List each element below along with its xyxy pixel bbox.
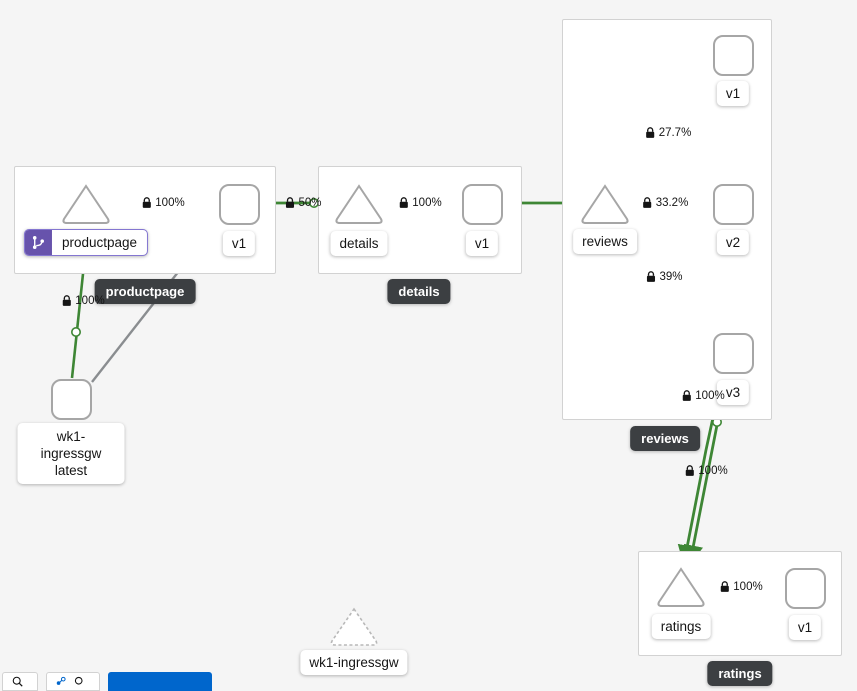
group-chip-ratings[interactable]: ratings xyxy=(707,661,773,686)
lock-icon xyxy=(720,581,729,592)
group-box-reviews[interactable] xyxy=(562,19,772,420)
node-label-text-reviews: reviews xyxy=(582,234,628,249)
node-label-text-productpage-v1: v1 xyxy=(231,236,247,251)
topology-icon xyxy=(56,676,66,685)
node-label-details-v1[interactable]: v1 xyxy=(465,231,499,256)
edge-label-text: 100% xyxy=(155,197,185,209)
edge-label-reviews-v3-to-ratings[interactable]: 100% xyxy=(681,390,725,402)
node-label-text-ingressgw-version: latest xyxy=(54,463,88,478)
lock-icon xyxy=(685,465,694,476)
node-label-details-service[interactable]: details xyxy=(330,231,388,256)
node-label-reviews-v2[interactable]: v2 xyxy=(716,230,750,255)
node-label-text-details-v1: v1 xyxy=(474,236,490,251)
node-label-text-ingressgw-name: wk1-ingressgw xyxy=(40,429,102,461)
edge-label-productpage-v1-to-details[interactable]: 50% xyxy=(284,197,322,209)
edge-label-text: 50% xyxy=(298,197,322,209)
group-box-details[interactable] xyxy=(318,166,522,274)
lock-icon xyxy=(646,271,656,282)
primary-action-button[interactable] xyxy=(108,672,212,691)
lock-icon xyxy=(142,197,151,208)
bottom-toolbar[interactable] xyxy=(0,672,212,691)
edge-label-text: 100% xyxy=(412,197,442,209)
zoom-control-button[interactable] xyxy=(2,672,38,691)
edge-label-text: 100% xyxy=(695,390,725,402)
group-chip-text-productpage: productpage xyxy=(105,284,185,299)
node-label-reviews-service[interactable]: reviews xyxy=(573,229,637,254)
node-label-reviews-v1[interactable]: v1 xyxy=(716,81,750,106)
node-label-wk1-ingressgw-app[interactable]: wk1-ingressgw latest xyxy=(17,423,125,484)
node-label-wk1-ingressgw-service[interactable]: wk1-ingressgw xyxy=(300,650,408,675)
virtual-service-icon xyxy=(24,230,52,255)
lock-icon xyxy=(399,197,408,208)
group-box-ratings[interactable] xyxy=(638,551,842,656)
edge-label-text: 27.7% xyxy=(658,127,692,139)
edge-label-text: 100% xyxy=(75,295,105,307)
edge-label-ingressgw-to-productpage[interactable]: 100% xyxy=(61,295,105,307)
lock-icon xyxy=(62,295,71,306)
edge-label-text: 33.2% xyxy=(655,197,689,209)
group-chip-text-ratings: ratings xyxy=(718,666,762,681)
lock-icon xyxy=(682,390,691,401)
edge-label-text: 100% xyxy=(733,581,763,593)
group-chip-details[interactable]: details xyxy=(387,279,451,304)
node-label-text-ratings-v1: v1 xyxy=(797,620,813,635)
node-label-text-reviews-v3: v3 xyxy=(725,385,741,400)
node-label-productpage-service[interactable]: productpage xyxy=(23,229,149,256)
group-chip-productpage[interactable]: productpage xyxy=(94,279,196,304)
node-label-reviews-v3[interactable]: v3 xyxy=(716,380,750,405)
search-icon xyxy=(74,676,83,685)
edge-label-details-service-to-v1[interactable]: 100% xyxy=(398,197,442,209)
lock-icon xyxy=(646,127,655,138)
node-label-text-reviews-v2: v2 xyxy=(725,235,741,250)
node-label-ratings-service[interactable]: ratings xyxy=(651,614,711,639)
legend-button[interactable] xyxy=(46,672,100,691)
group-chip-text-reviews: reviews xyxy=(641,431,689,446)
edge-label-productpage-service-to-v1[interactable]: 100% xyxy=(141,197,185,209)
group-chip-text-details: details xyxy=(398,284,440,299)
edge-label-reviews-service-to-v3[interactable]: 39% xyxy=(645,271,683,283)
node-label-text-reviews-v1: v1 xyxy=(725,86,741,101)
edge-label-text: 39% xyxy=(659,271,683,283)
edge-label-text: 100% xyxy=(698,465,728,477)
edge-label-reviews-v2-to-ratings[interactable]: 100% xyxy=(684,465,728,477)
edge-label-ratings-service-to-v1[interactable]: 100% xyxy=(719,581,763,593)
node-label-text-ratings: ratings xyxy=(660,619,702,634)
group-box-productpage[interactable] xyxy=(14,166,276,274)
node-label-productpage-v1[interactable]: v1 xyxy=(222,231,256,256)
lock-icon xyxy=(285,197,295,208)
node-label-text-ingressgw-service: wk1-ingressgw xyxy=(309,655,399,670)
lock-icon xyxy=(643,197,652,208)
edge-label-reviews-service-to-v1[interactable]: 27.7% xyxy=(645,127,692,139)
node-label-text-details: details xyxy=(339,236,379,251)
edge-label-reviews-service-to-v2[interactable]: 33.2% xyxy=(642,197,689,209)
zoom-icon xyxy=(12,676,23,687)
node-label-text-productpage: productpage xyxy=(61,235,138,250)
node-label-ratings-v1[interactable]: v1 xyxy=(788,615,822,640)
group-chip-reviews[interactable]: reviews xyxy=(630,426,700,451)
